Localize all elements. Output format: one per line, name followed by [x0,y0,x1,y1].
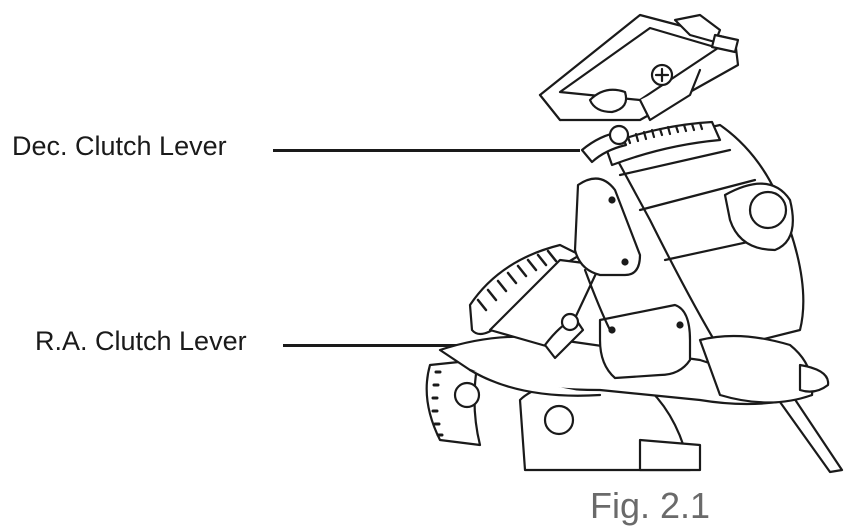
side-plate-lower [598,303,692,380]
azimuth-knob [425,358,482,447]
dec-clutch-leader-line [273,149,580,152]
ra-clutch-lever [543,312,585,360]
base-knob [543,404,575,436]
dec-clutch-lever [580,124,630,164]
dec-gear-ring [603,120,722,167]
ra-clutch-leader-line [283,344,545,347]
dec-knob [748,190,788,230]
ra-clutch-lever-label: R.A. Clutch Lever [35,326,247,356]
figure-caption: Fig. 2.1 [590,485,711,526]
latitude-knob [798,363,830,393]
saddle-head [538,13,740,122]
dec-body [610,123,805,352]
side-plate-upper [573,177,642,277]
dec-clutch-lever-label: Dec. Clutch Lever [12,131,227,161]
